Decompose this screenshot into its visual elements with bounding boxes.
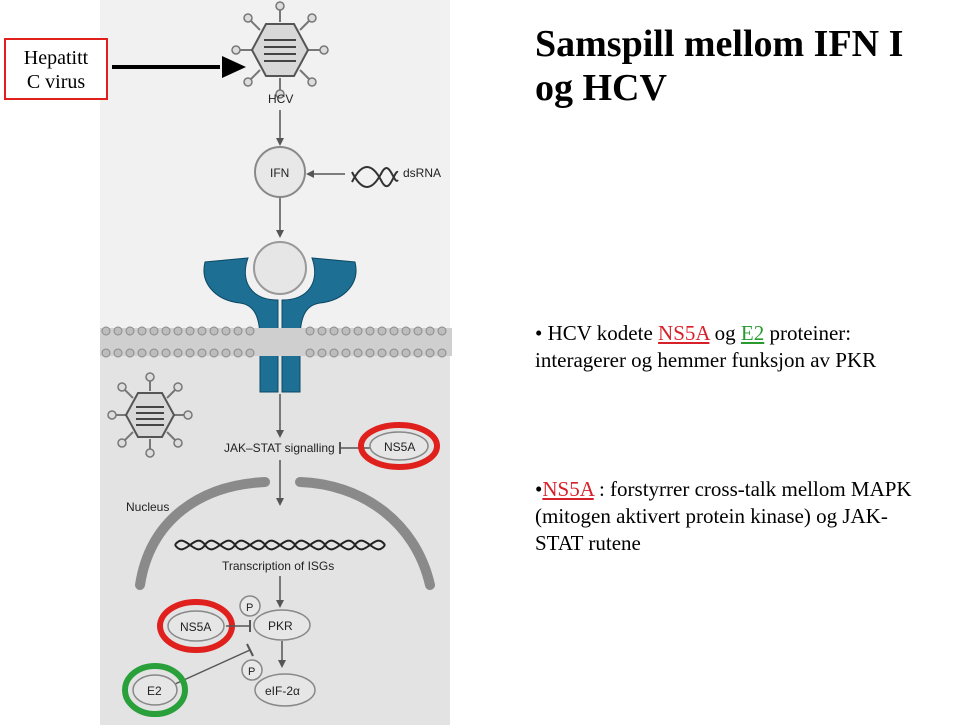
hcv-virus-small-icon — [107, 372, 193, 458]
bullet2-line-1: •NS5A : forstyrrer cross-talk mellom MAP… — [535, 476, 955, 503]
pkr-phospho-p — [239, 595, 261, 617]
ifn-label: IFN — [270, 166, 289, 180]
bullet2-line-3: STAT rutene — [535, 531, 641, 555]
dsrna-icon — [351, 166, 399, 188]
bullet1-line-2: interagerer og hemmer funksjon av PKR — [535, 348, 877, 372]
nuclear-envelope — [135, 477, 435, 590]
e2-node — [132, 674, 178, 706]
bullet2-prefix: • — [535, 477, 543, 501]
bullet1-prefix: • HCV kodete — [535, 321, 659, 345]
ns5a-link-2[interactable]: NS5A — [542, 477, 594, 501]
bullet-hcv-proteins: • HCV kodete NS5A og E2 proteiner: inter… — [535, 320, 955, 374]
e2-label: E2 — [147, 684, 162, 698]
ns5a-node-bottom — [167, 610, 225, 642]
ifn-receptor — [203, 241, 357, 393]
arrow-to-virus — [112, 56, 246, 78]
ns5a-red-ring-top — [358, 422, 440, 470]
ns5a-label-bottom: NS5A — [180, 620, 211, 634]
bullet1-suffix: proteiner: — [764, 321, 852, 345]
transcription-label: Transcription of ISGs — [222, 559, 334, 573]
bullet2-text1: : forstyrrer cross-talk mellom MAPK — [593, 477, 912, 501]
hcv-virus-icon — [231, 1, 329, 99]
nucleus-label: Nucleus — [126, 500, 169, 514]
eif2a-label: eIF-2α — [265, 684, 300, 698]
slide-title: Samspill mellom IFN I og HCV — [535, 22, 955, 110]
label-line-2: C virus — [26, 71, 86, 93]
jak-stat-label: JAK–STAT signalling — [224, 441, 335, 455]
hcv-label: HCV — [268, 92, 293, 106]
bullet1-line-1: • HCV kodete NS5A og E2 proteiner: — [535, 320, 955, 347]
e2-link[interactable]: E2 — [740, 321, 765, 345]
hepatitis-c-label-box: Hepatitt C virus — [4, 38, 108, 100]
eif2a-node — [254, 673, 316, 707]
bullet1-og: og — [709, 321, 741, 345]
pkr-node — [253, 609, 311, 641]
bullet2-line-2: (mitogen aktivert protein kinase) og JAK… — [535, 504, 888, 528]
label-line-1: Hepatitt — [23, 47, 89, 69]
dna-helix-icon — [174, 539, 386, 551]
p-label-1: P — [246, 602, 253, 614]
ns5a-label-top: NS5A — [384, 440, 415, 454]
p-label-2: P — [248, 666, 255, 678]
pkr-label: PKR — [268, 619, 293, 633]
bullet-ns5a-crosstalk: •NS5A : forstyrrer cross-talk mellom MAP… — [535, 476, 955, 557]
ifn-circle — [254, 146, 306, 198]
title-line-1: Samspill mellom IFN I — [535, 23, 904, 65]
e2-green-ring — [122, 663, 188, 717]
eif-phospho-p — [241, 659, 263, 681]
cell-membrane — [100, 326, 452, 358]
ns5a-link[interactable]: NS5A — [658, 321, 710, 345]
title-line-2: og HCV — [535, 67, 667, 109]
ns5a-node-top — [369, 431, 429, 461]
dsrna-label: dsRNA — [403, 166, 441, 180]
